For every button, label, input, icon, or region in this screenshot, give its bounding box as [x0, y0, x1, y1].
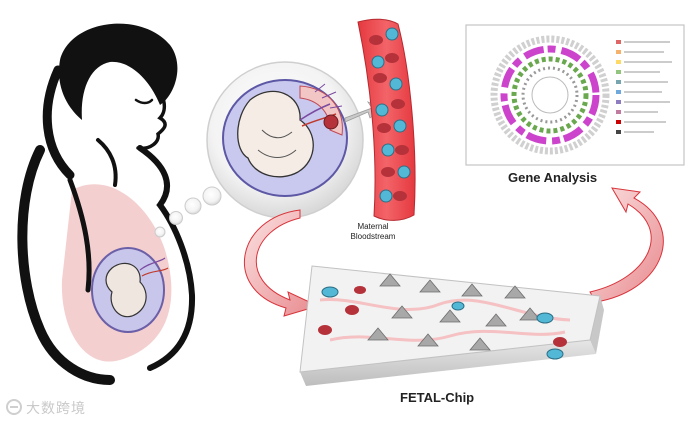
maternal-bloodstream-label: Maternal Bloodstream — [340, 222, 406, 242]
closed-eye — [136, 100, 152, 103]
arrow-to-gene — [590, 188, 663, 302]
fetus-bubble-icon — [207, 62, 363, 218]
gene-analysis-label: Gene Analysis — [508, 170, 597, 185]
neck-back — [98, 140, 116, 185]
fetal-chip-label: FETAL-Chip — [400, 390, 474, 405]
watermark-logo-icon — [7, 400, 21, 414]
arrow-to-chip — [244, 210, 318, 316]
face-profile — [138, 80, 165, 148]
chip-icon — [300, 266, 604, 386]
hair-shape — [59, 24, 177, 120]
pregnant-woman-icon — [22, 24, 192, 380]
maternal-label-line2: Bloodstream — [340, 232, 406, 242]
blood-vessel-icon — [358, 19, 415, 220]
maternal-label-line1: Maternal — [340, 222, 406, 232]
watermark-text: 大数跨境 — [26, 398, 86, 418]
gene-plot-icon — [466, 25, 684, 165]
